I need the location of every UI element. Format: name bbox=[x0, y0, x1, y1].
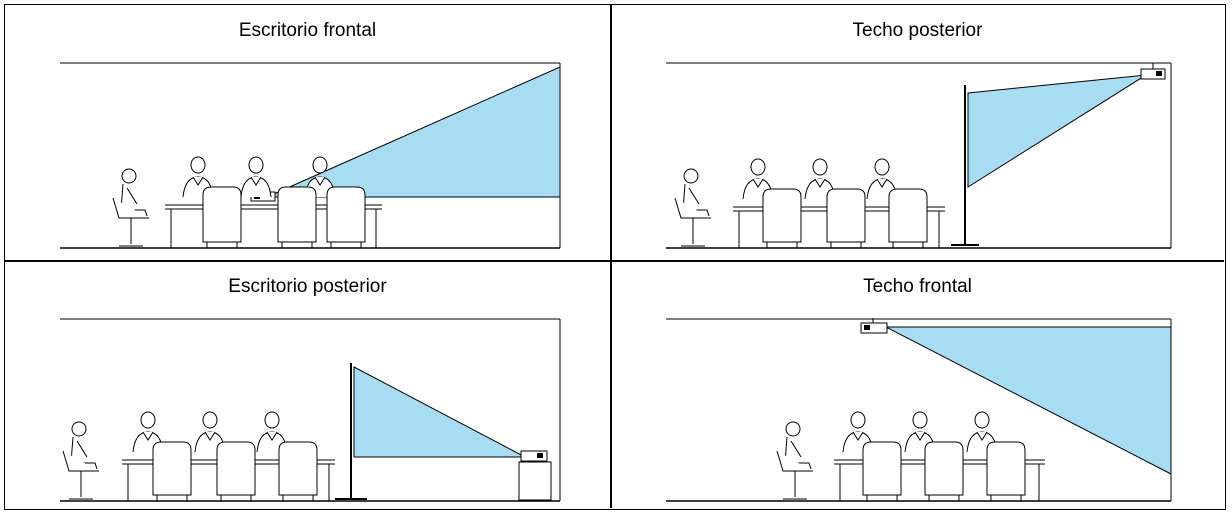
audience-member bbox=[240, 156, 272, 198]
audience-group bbox=[674, 158, 945, 248]
scene-illustration bbox=[666, 62, 1172, 249]
audience-group bbox=[62, 411, 335, 501]
presenter-figure bbox=[112, 168, 149, 247]
audience-member bbox=[842, 411, 874, 453]
chair bbox=[888, 188, 928, 248]
presenter-figure bbox=[776, 421, 813, 500]
projection-beam bbox=[967, 74, 1147, 188]
chair bbox=[202, 186, 242, 248]
projector-icon bbox=[520, 450, 548, 462]
panel-title: Escritorio frontal bbox=[238, 20, 377, 41]
grid-divider-horizontal bbox=[5, 260, 1224, 262]
audience-group bbox=[112, 156, 382, 248]
chair bbox=[862, 441, 902, 501]
scene-illustration bbox=[60, 62, 561, 249]
projector-icon bbox=[1140, 63, 1166, 80]
panel-title: Techo posterior bbox=[852, 20, 983, 41]
panel-escritorio-posterior: Escritorio posterior bbox=[5, 261, 610, 508]
chair bbox=[924, 441, 964, 501]
panel-title: Techo frontal bbox=[863, 276, 972, 297]
audience-group bbox=[776, 411, 1045, 501]
audience-member bbox=[966, 411, 998, 453]
chair bbox=[762, 188, 802, 248]
chair bbox=[278, 441, 318, 501]
panel-title: Escritorio posterior bbox=[228, 276, 387, 297]
scene-illustration bbox=[60, 318, 561, 502]
chair bbox=[277, 186, 317, 248]
panel-techo-frontal: Techo frontal bbox=[611, 261, 1224, 508]
presenter-figure bbox=[674, 168, 711, 247]
chair bbox=[986, 441, 1026, 501]
projector-icon bbox=[860, 318, 888, 334]
projection-beam bbox=[266, 66, 561, 198]
projection-beam bbox=[353, 366, 526, 458]
presenter-figure bbox=[62, 421, 99, 500]
projector-table bbox=[518, 461, 552, 501]
installation-grid: Escritorio frontal Techo posterior bbox=[4, 4, 1226, 510]
chair bbox=[326, 186, 366, 248]
grid-divider-vertical bbox=[610, 5, 612, 508]
panel-techo-posterior: Techo posterior bbox=[611, 5, 1224, 260]
chair bbox=[152, 441, 192, 501]
scene-illustration bbox=[666, 318, 1172, 502]
projection-beam bbox=[885, 326, 1172, 475]
panel-escritorio-frontal: Escritorio frontal bbox=[5, 5, 610, 260]
chair bbox=[826, 188, 866, 248]
chair bbox=[216, 441, 256, 501]
